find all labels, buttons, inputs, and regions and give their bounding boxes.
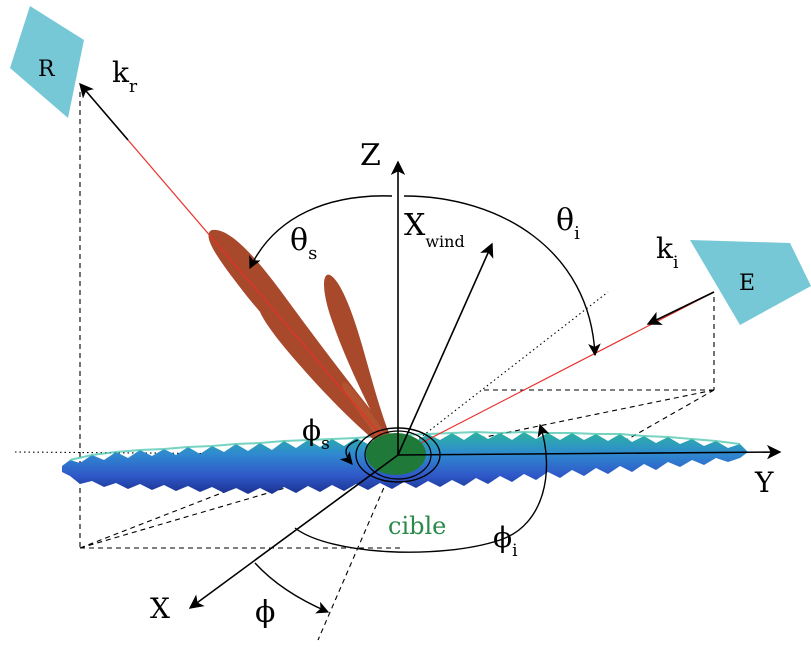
labels: R E Z Y X kr ki θs θi Xwind ϕs ϕi ϕ cibl…: [38, 56, 774, 630]
x-axis-line: [188, 454, 399, 609]
k-i-arrow: [646, 291, 715, 325]
incident-ray: [397, 291, 715, 456]
k-r-arrow: [79, 82, 129, 141]
phi-label: ϕ: [255, 595, 275, 630]
side-lobe-right: [324, 274, 392, 444]
receiver-label: R: [38, 57, 56, 82]
phi-arc: [254, 562, 330, 614]
x-wind-label: Xwind: [404, 208, 465, 251]
emitter-label: E: [739, 271, 755, 296]
theta-s-arc: [249, 195, 393, 270]
phi-i-label: ϕi: [493, 521, 518, 561]
antennas: [10, 6, 811, 325]
phi-s-label: ϕs: [302, 414, 330, 454]
target-disk: [366, 433, 426, 475]
phi-i-arc: [294, 423, 550, 553]
target-label: cible: [388, 512, 446, 540]
theta-s-label: θs: [290, 223, 317, 264]
x-wind-arrow: [397, 242, 494, 456]
theta-i-arc: [403, 195, 601, 357]
z-axis-label: Z: [360, 138, 381, 173]
y-axis-label: Y: [754, 466, 774, 499]
phi-s-arc: [339, 439, 359, 465]
emitter-antenna: [690, 240, 811, 325]
angle-arcs: [249, 195, 601, 614]
axes: [79, 82, 782, 609]
k-i-label: ki: [656, 232, 679, 273]
reference-dotted-lines: [14, 291, 609, 456]
projection-dashed-lines: [79, 92, 715, 641]
k-r-label: kr: [112, 56, 138, 97]
y-axis-line: [397, 444, 782, 460]
x-axis-label: X: [150, 592, 170, 625]
theta-i-label: θi: [556, 203, 580, 244]
rays: [127, 139, 715, 456]
scattered-ray: [127, 139, 399, 456]
lobe-inner: [342, 382, 390, 446]
receiver-antenna: [10, 6, 84, 118]
